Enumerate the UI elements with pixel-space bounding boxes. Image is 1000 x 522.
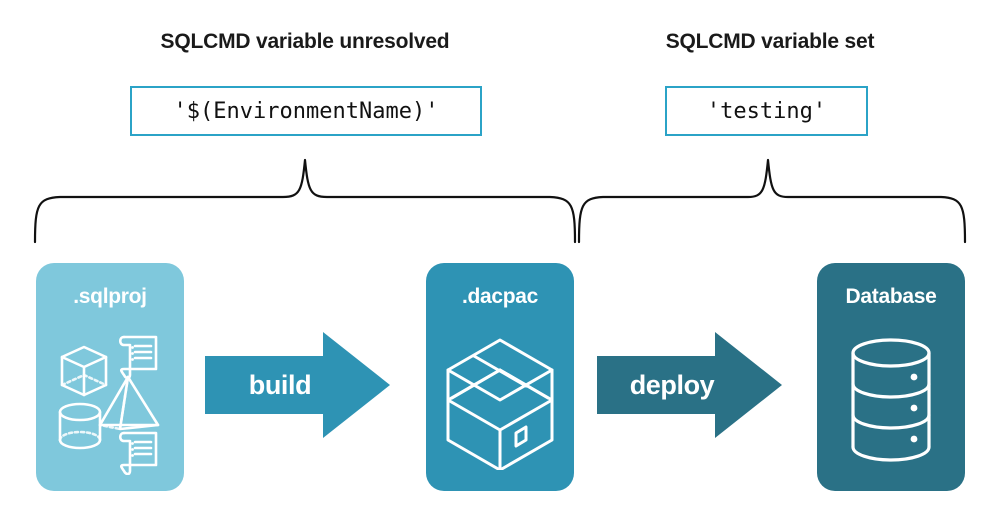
database-cylinder-icon [817, 309, 965, 491]
pyramid-shape-icon [98, 375, 160, 431]
brace-right [577, 158, 967, 244]
brace-left [33, 158, 577, 244]
arrow-deploy: deploy [597, 332, 787, 438]
code-box-environment-name: '$(EnvironmentName)' [130, 86, 482, 136]
stage-label-database: Database [845, 285, 937, 308]
stage-box-sqlproj: .sqlproj [36, 263, 184, 491]
arrow-shape-deploy [597, 332, 782, 438]
heading-sqlcmd-variable-set: SQLCMD variable set [665, 30, 875, 53]
stage-label-sqlproj: .sqlproj [73, 285, 147, 308]
package-box-icon [426, 309, 574, 491]
arrow-label-deploy: deploy [629, 369, 715, 400]
cube-shape-icon [60, 345, 108, 397]
arrow-shape-build [205, 332, 390, 438]
script-scroll-icon-top [118, 335, 158, 380]
stage-box-dacpac: .dacpac [426, 263, 574, 491]
stage-box-database: Database [817, 263, 965, 491]
script-scroll-icon-bottom [118, 431, 158, 475]
arrow-build: build [205, 332, 395, 438]
arrow-label-build: build [248, 369, 312, 400]
code-box-testing-value: 'testing' [665, 86, 868, 136]
cylinder-shape-icon [58, 402, 102, 450]
sql-project-shapes-icon [36, 309, 184, 491]
stage-label-dacpac: .dacpac [461, 285, 539, 308]
heading-sqlcmd-variable-unresolved: SQLCMD variable unresolved [160, 30, 450, 53]
